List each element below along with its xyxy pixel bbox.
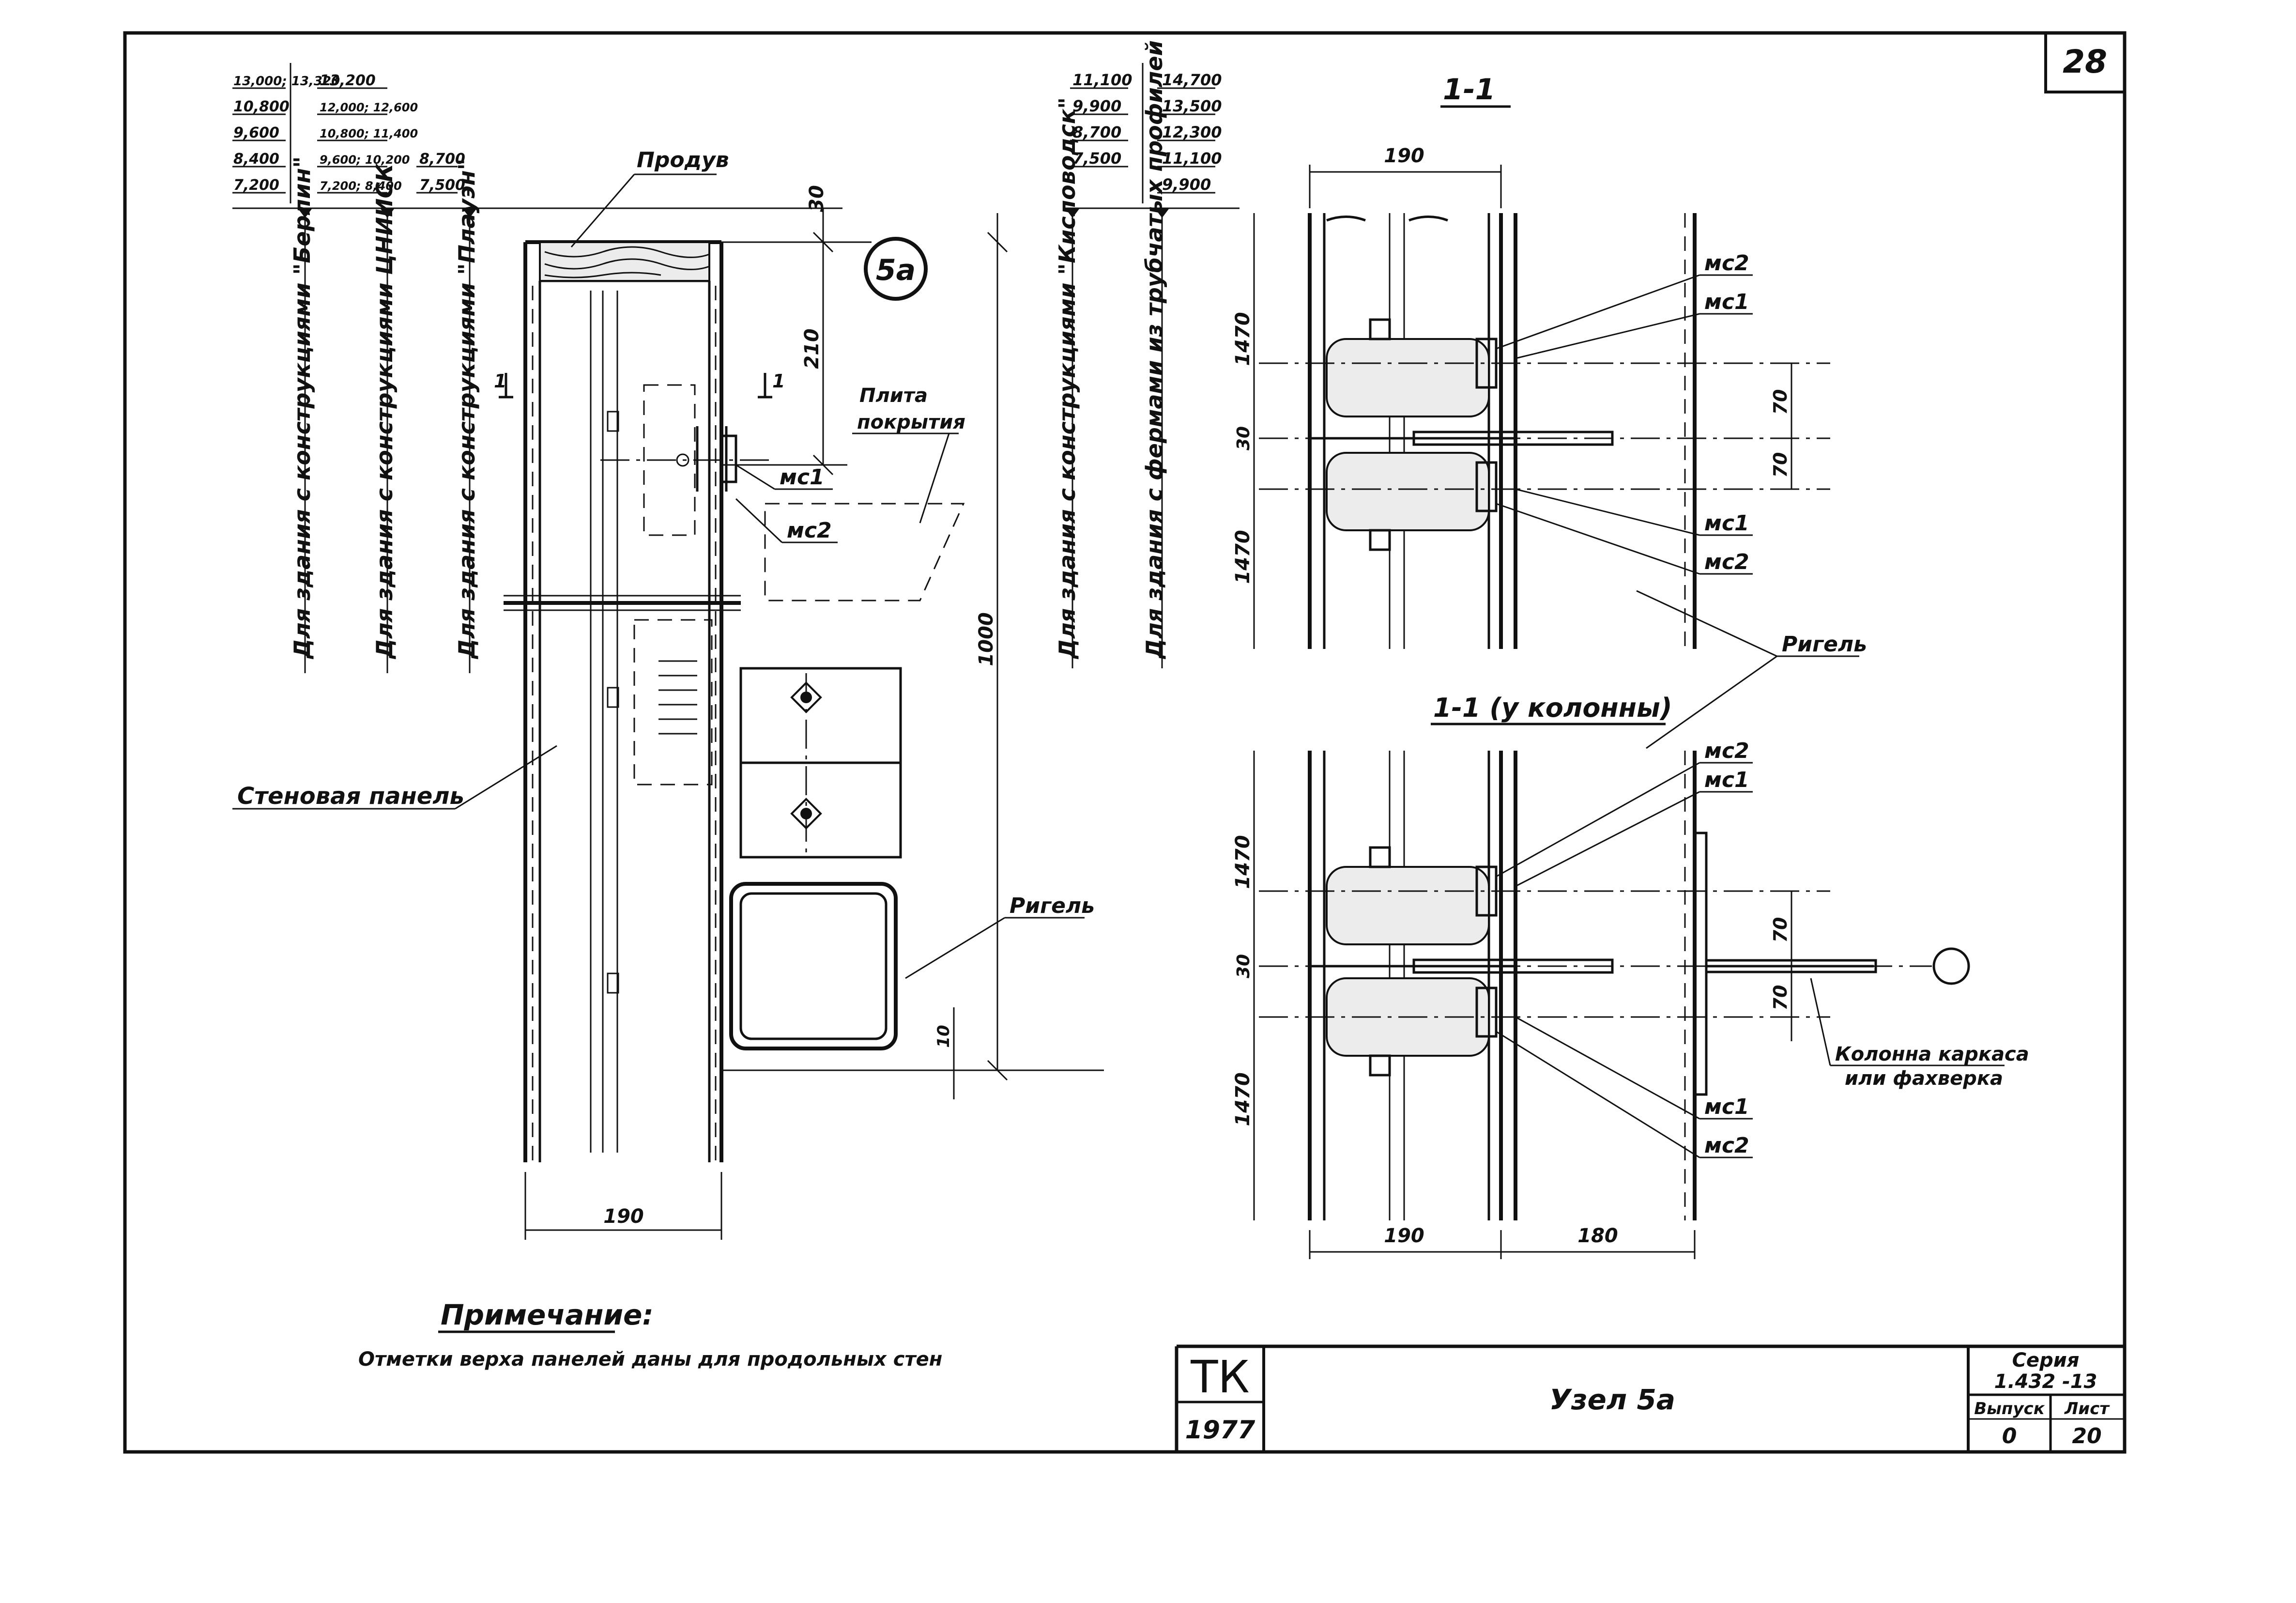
series-label: Серия xyxy=(2012,1349,2080,1372)
dim-1470-a: 1470 xyxy=(1232,312,1254,366)
cut-mark-right: 1 xyxy=(772,370,785,392)
main-labels: Продув 5а Плита покрытия мс1 мс2 Стенова… xyxy=(232,148,1095,979)
elev-l1-2: 9,600 xyxy=(233,124,279,141)
label-mc1-main: мс1 xyxy=(780,465,825,490)
node-marker-label: 5а xyxy=(876,253,916,287)
note-berlin: Для здания с конструкциями "Берлин" xyxy=(289,156,315,660)
section-title-11: 1-1 xyxy=(1443,73,1495,107)
dim-30-col: 30 xyxy=(1234,954,1254,978)
note-heading: Примечание: xyxy=(441,1298,654,1331)
elev-l2-3: 9,600; 10,200 xyxy=(320,153,410,167)
section-11-column-labels: мс2 мс1 мс1 мс2 Колонна каркаса или фахв… xyxy=(1496,739,2029,1158)
dim-190-col: 190 xyxy=(1384,1225,1424,1247)
elev-l1-1: 10,800 xyxy=(233,98,290,115)
label-mc2-colb: мс2 xyxy=(1704,1133,1749,1158)
section-11-labels: мс2 мс1 мс1 мс2 Ригель xyxy=(1496,251,1867,749)
sheet-title: Узел 5а xyxy=(1549,1383,1675,1416)
dim-70-d: 70 xyxy=(1770,985,1791,1011)
sheet-number: 28 xyxy=(2063,43,2107,80)
label-mc1-colb: мс1 xyxy=(1704,1094,1749,1119)
label-plita-1: Плита xyxy=(859,385,928,407)
wall-panel-section: 190 xyxy=(504,240,741,1240)
title-block: ТК 1977 Узел 5а Серия 1.432 -13 Выпуск Л… xyxy=(1175,1344,2125,1452)
note-kislovodsk: Для здания с конструкциями "Кисловодск" xyxy=(1054,97,1080,660)
label-stenovaya: Стеновая панель xyxy=(237,783,464,810)
main-dimensions: 30 210 1000 10 xyxy=(721,185,1008,1099)
elevation-table-right: 11,100 9,900 8,700 7,500 14,700 13,500 1… xyxy=(1065,63,1240,668)
elev-l1-4: 7,200 xyxy=(233,177,279,194)
stamp-year: 1977 xyxy=(1185,1416,1256,1445)
note-text: Отметки верха панелей даны для продольны… xyxy=(358,1348,942,1371)
elev-r2-2: 12,300 xyxy=(1162,123,1222,141)
label-mc2-s11b: мс2 xyxy=(1704,550,1749,574)
label-kolonna-2: или фахверка xyxy=(1845,1067,2003,1090)
cut-mark-left: 1 xyxy=(494,370,506,392)
note-plauen: Для здания с конструкциями "Плауэн" xyxy=(454,158,480,660)
sheet-value: 20 xyxy=(2072,1424,2101,1449)
note-tubular: Для здания с фермами из трубчатых профил… xyxy=(1141,40,1167,660)
dim-1470-c: 1470 xyxy=(1232,835,1254,889)
elev-l2-4: 7,200; 8,400 xyxy=(320,179,402,193)
section-11-dims: 190 1470 30 1470 70 70 xyxy=(1232,145,1792,649)
series-value: 1.432 -13 xyxy=(1994,1371,2097,1393)
dim-30-s11: 30 xyxy=(1234,426,1254,450)
dim-1470-b: 1470 xyxy=(1232,530,1254,584)
drawing-frame xyxy=(123,31,2127,1454)
label-mc2-main: мс2 xyxy=(787,518,832,543)
elevation-markers-left xyxy=(232,207,842,673)
fixing-assembly: 1 1 xyxy=(494,370,902,859)
label-rigel-s11: Ригель xyxy=(1782,632,1867,657)
note-cniisk: Для здания с конструкциями ЦНИИСК xyxy=(371,163,398,660)
label-mc1-s11b: мс1 xyxy=(1704,511,1749,536)
dim-10: 10 xyxy=(934,1025,953,1048)
elev-l3-0: 8,700 xyxy=(419,151,465,168)
sheet-label: Лист xyxy=(2064,1399,2110,1418)
elev-r1-0: 11,100 xyxy=(1072,71,1132,89)
dim-180-col: 180 xyxy=(1577,1225,1618,1247)
node-marker xyxy=(864,237,928,301)
issue-value: 0 xyxy=(2002,1424,2017,1449)
label-mc1-cola: мс1 xyxy=(1704,768,1749,792)
elev-r1-3: 7,500 xyxy=(1072,149,1121,168)
dim-70-c: 70 xyxy=(1770,917,1791,943)
label-plita-2: покрытия xyxy=(857,411,965,433)
dim-1470-d: 1470 xyxy=(1232,1072,1254,1126)
elev-r2-4: 9,900 xyxy=(1162,175,1211,194)
section-title-11-col: 1-1 (у колонны) xyxy=(1433,693,1672,723)
stamp-tk: ТК xyxy=(1190,1351,1250,1403)
elev-r1-2: 8,700 xyxy=(1072,123,1121,141)
dim-70-b: 70 xyxy=(1770,452,1791,478)
label-produv: Продув xyxy=(637,148,729,172)
rigel-tube xyxy=(721,882,1104,1071)
section-11-column xyxy=(1259,751,1970,1220)
label-mc1-s11a: мс1 xyxy=(1704,290,1749,314)
elev-l2-2: 10,800; 11,400 xyxy=(320,127,418,140)
label-rigel-main: Ригель xyxy=(1010,894,1095,918)
section-11-column-dims: 1470 30 1470 70 70 190 180 xyxy=(1232,751,1792,1259)
sheet-number-box: 28 xyxy=(2044,31,2126,93)
dim-70-a: 70 xyxy=(1770,389,1791,415)
section-11 xyxy=(1259,213,1830,649)
elev-l3-1: 7,500 xyxy=(419,177,465,194)
label-kolonna-1: Колонна каркаса xyxy=(1835,1043,2029,1065)
elev-r2-3: 11,100 xyxy=(1162,149,1222,168)
dim-210: 210 xyxy=(801,328,823,369)
elev-r2-0: 14,700 xyxy=(1162,71,1222,89)
dim-190-s11: 190 xyxy=(1384,145,1424,167)
elev-r2-1: 13,500 xyxy=(1162,97,1222,115)
label-mc2-cola: мс2 xyxy=(1704,739,1749,763)
dim-30-main: 30 xyxy=(806,185,828,212)
elevation-table-left: 13,000; 13,320 10,800 9,600 8,400 7,200 … xyxy=(232,63,465,203)
dim-190-main: 190 xyxy=(603,1205,644,1228)
elev-l2-1: 12,000; 12,600 xyxy=(320,101,418,114)
dim-1000: 1000 xyxy=(975,612,997,666)
column-axis-marker xyxy=(1932,947,1970,985)
issue-label: Выпуск xyxy=(1974,1399,2045,1418)
elev-l1-0: 13,000; 13,320 xyxy=(233,74,340,89)
elev-r1-1: 9,900 xyxy=(1072,97,1121,115)
elev-l2-0: 13,200 xyxy=(320,72,376,89)
elev-l1-3: 8,400 xyxy=(233,151,279,168)
label-mc2-s11a: мс2 xyxy=(1704,251,1749,276)
